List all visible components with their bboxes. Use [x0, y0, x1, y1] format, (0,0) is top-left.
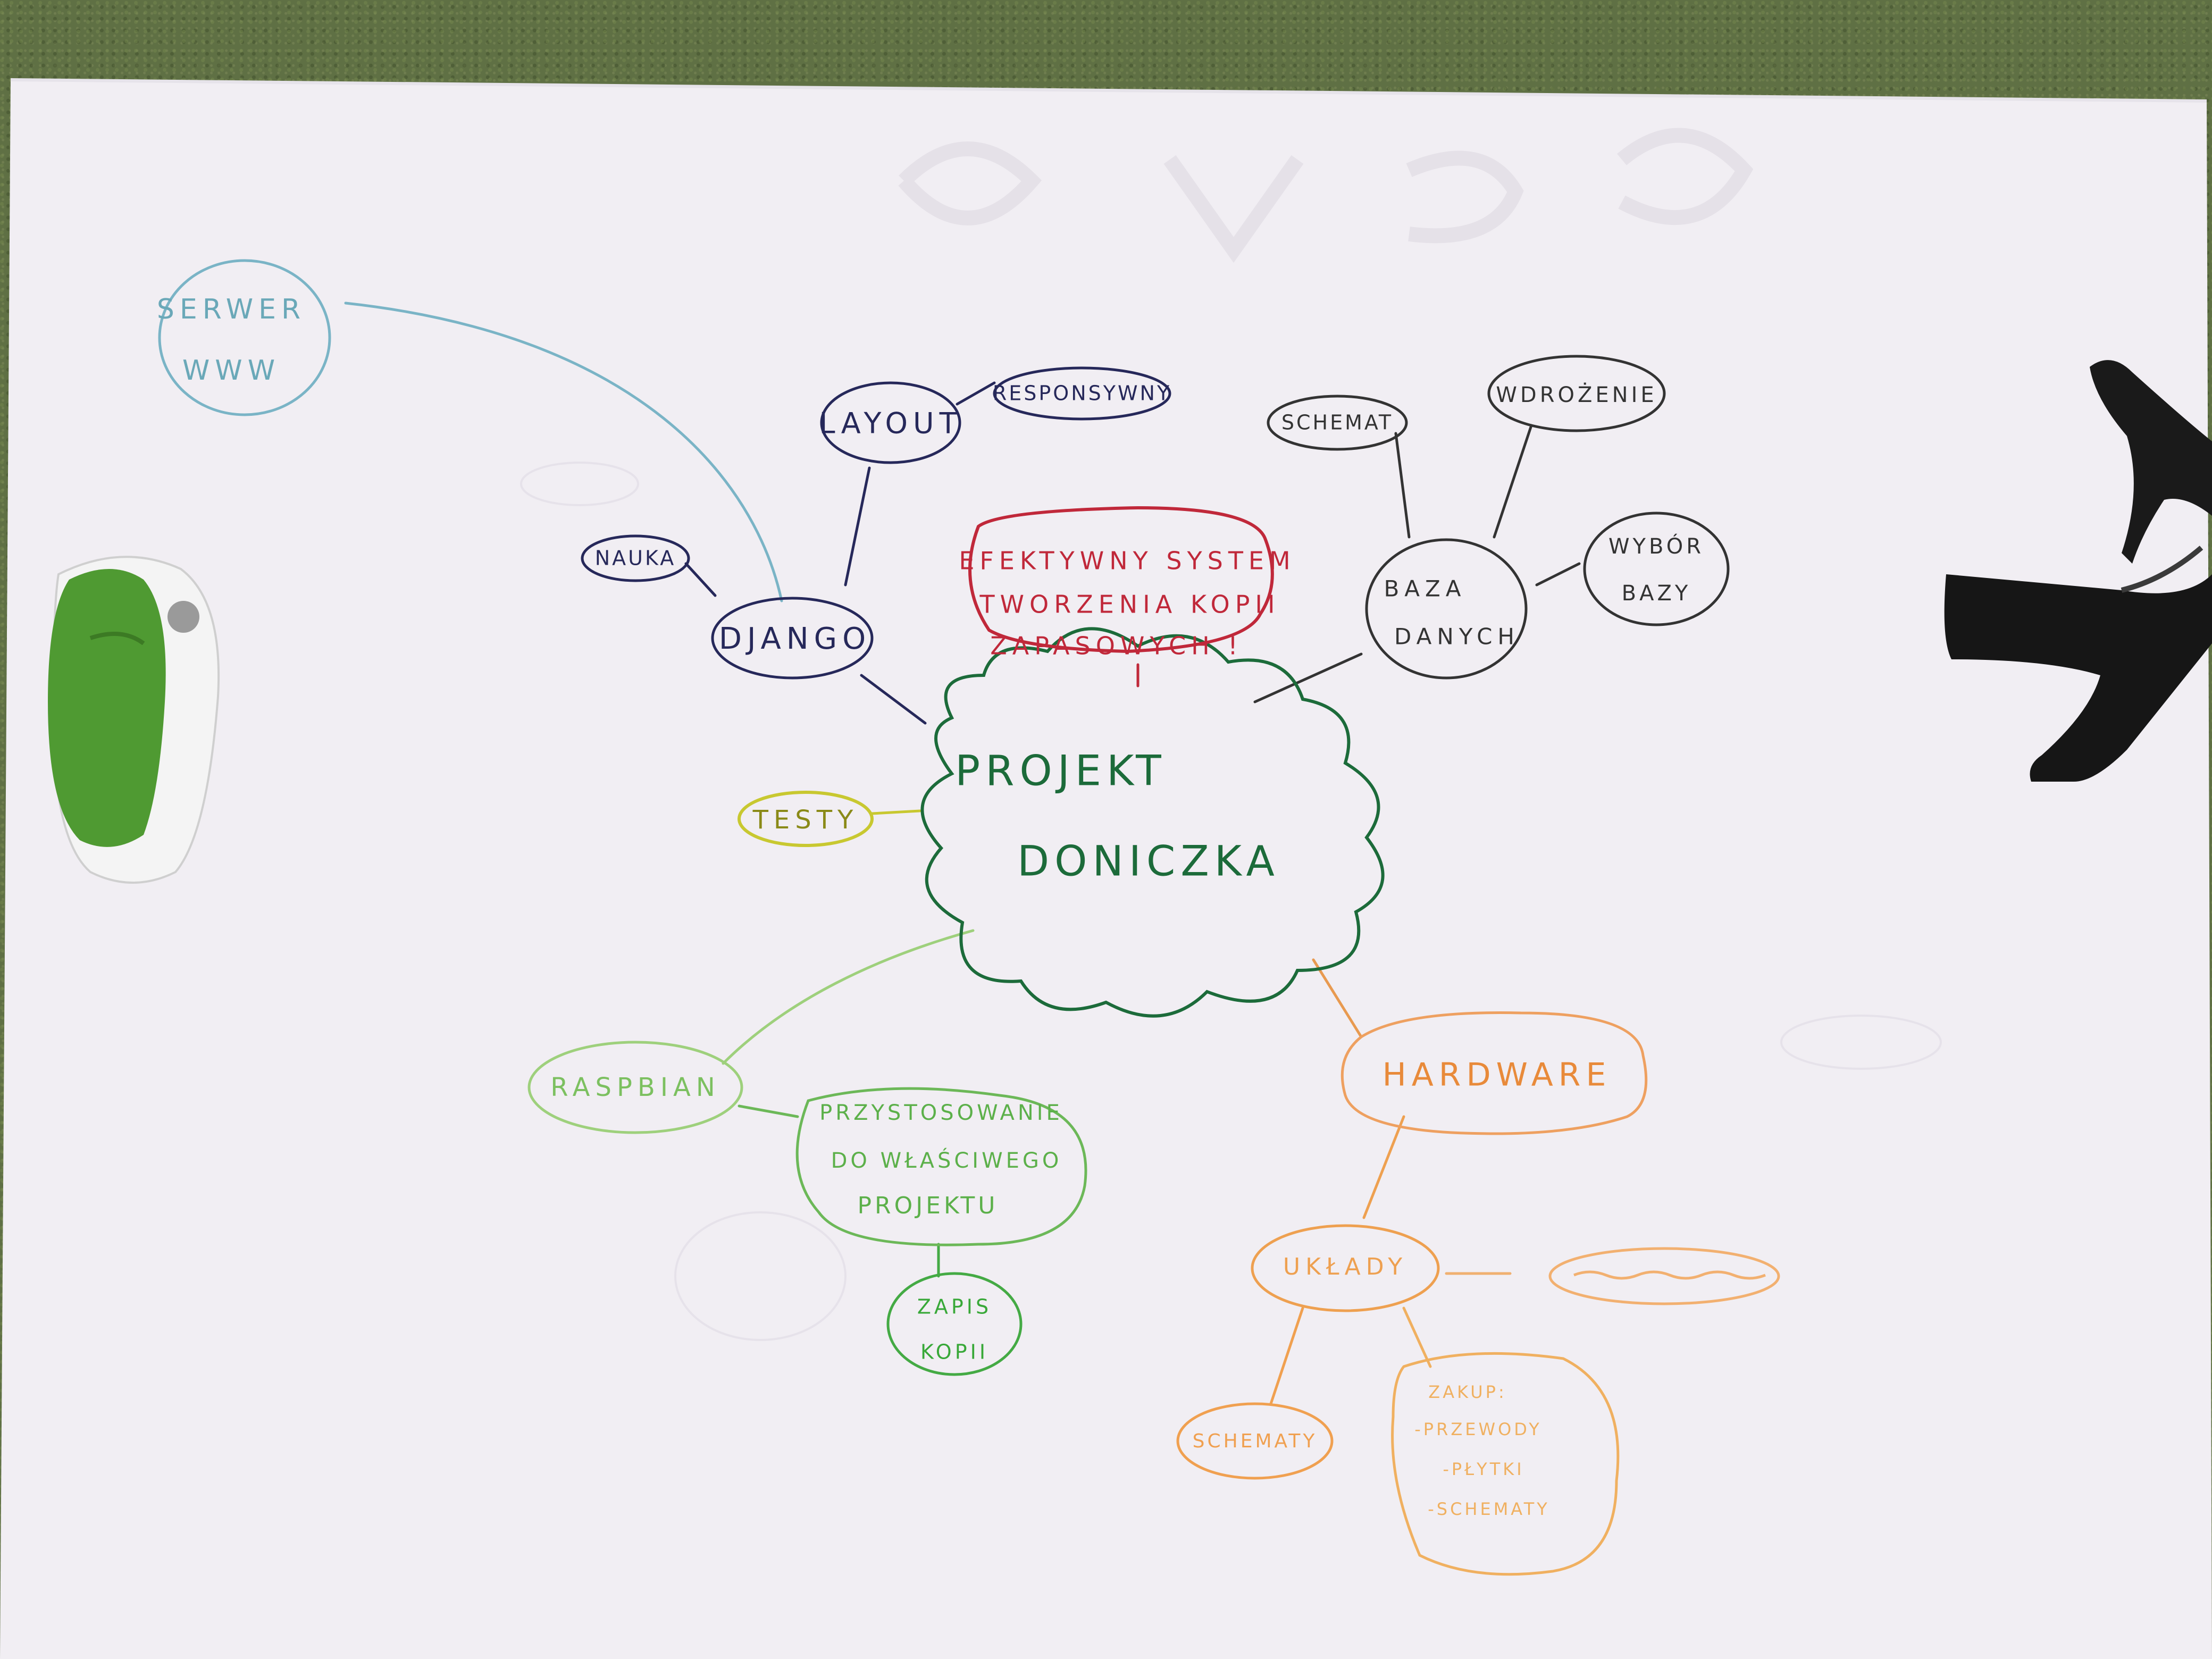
layout-label: LAYOUT — [819, 407, 962, 440]
goal-line-1: EFEKTYWNY SYSTEM — [959, 547, 1295, 575]
edge-uklady-schematy — [1269, 1306, 1304, 1405]
node-faded-right — [1548, 1247, 1780, 1305]
node-testy: TESTY — [738, 791, 874, 847]
node-zakup: ZAKUP: -PRZEWODY -PŁYTKI -SCHEMATY — [1391, 1352, 1620, 1576]
node-hardware: HARDWARE — [1340, 1011, 1648, 1135]
edge-baza-schemat — [1394, 432, 1411, 539]
serwer-line-2: WWW — [182, 355, 280, 387]
django-label: DJANGO — [719, 622, 871, 656]
baza-line-2: DANYCH — [1394, 624, 1520, 650]
responsywny-label: RESPONSYWNY — [993, 382, 1171, 405]
goal-line-2: TWORZENIA KOPII — [979, 590, 1280, 619]
black-clip — [1944, 360, 2212, 782]
zakup-line-1: ZAKUP: — [1428, 1382, 1506, 1402]
node-serwer: SERWER WWW — [157, 259, 331, 416]
node-baza: BAZA DANYCH — [1365, 538, 1528, 680]
faint-erased-bubbles — [520, 462, 1942, 1341]
paper-show-through — [898, 128, 1754, 263]
goal-bubble — [968, 506, 1274, 653]
node-raspbian: RASPBIAN — [527, 1041, 743, 1134]
edge-center-raspbian — [722, 929, 975, 1065]
testy-label: TESTY — [752, 805, 859, 835]
node-layout: LAYOUT — [819, 381, 962, 464]
paper-sheet — [0, 80, 2212, 1659]
node-schemat: SCHEMAT — [1267, 395, 1408, 451]
node-django: DJANGO — [711, 597, 874, 680]
wybor-line-2: BAZY — [1622, 581, 1691, 606]
node-uklady: UKŁADY — [1251, 1224, 1440, 1312]
center-line-2: DONICZKA — [1017, 837, 1280, 885]
uklady-label: UKŁADY — [1283, 1253, 1407, 1280]
connectors — [344, 301, 1581, 1405]
zapis-line-2: KOPII — [920, 1340, 988, 1364]
edge-center-baza — [1253, 652, 1363, 703]
nauka-label: NAUKA — [595, 547, 676, 570]
edge-center-hardware — [1312, 958, 1363, 1038]
zakup-line-3: -PŁYTKI — [1443, 1459, 1524, 1479]
node-zapis: ZAPIS KOPII — [886, 1272, 1023, 1376]
raspbian-label: RASPBIAN — [550, 1073, 720, 1102]
edge-baza-wybor — [1535, 562, 1581, 586]
edge-django-serwer — [344, 301, 783, 602]
edge-django-nauka — [684, 562, 717, 597]
hardware-label: HARDWARE — [1382, 1057, 1612, 1094]
schematy-label: SCHEMATY — [1193, 1430, 1318, 1452]
node-wybor: WYBÓR BAZY — [1583, 512, 1730, 626]
edge-raspbian-przystosowanie — [738, 1104, 799, 1118]
przystosowanie-line-2: DO WŁAŚCIWEGO — [831, 1147, 1062, 1173]
edge-hardware-uklady — [1362, 1115, 1405, 1219]
baza-line-1: BAZA — [1384, 576, 1466, 602]
edge-center-testy — [870, 809, 921, 815]
green-clip — [48, 556, 220, 884]
zapis-line-1: ZAPIS — [917, 1295, 992, 1319]
goal-line-3: ZAPASOWYCH ! — [990, 632, 1243, 660]
node-responsywny: RESPONSYWNY — [993, 366, 1171, 421]
node-nauka: NAUKA — [581, 534, 690, 582]
wdrozenie-label: WDROŻENIE — [1496, 382, 1657, 407]
node-wdrozenie: WDROŻENIE — [1487, 355, 1666, 432]
cloud-shape — [920, 627, 1385, 1018]
edge-layout-responsywny — [956, 381, 996, 406]
zakup-line-2: -PRZEWODY — [1414, 1419, 1541, 1439]
center-line-1: PROJEKT — [955, 747, 1167, 795]
node-goal: EFEKTYWNY SYSTEM TWORZENIA KOPII ZAPASOW… — [959, 506, 1295, 660]
przystosowanie-line-3: PROJEKTU — [857, 1192, 998, 1219]
serwer-line-1: SERWER — [157, 294, 306, 325]
node-center: PROJEKT DONICZKA — [920, 627, 1385, 1018]
przystosowanie-line-1: PRZYSTOSOWANIE — [819, 1101, 1063, 1125]
edge-uklady-zakup — [1402, 1306, 1432, 1368]
wybor-line-1: WYBÓR — [1608, 533, 1704, 559]
edge-center-django — [860, 674, 927, 725]
node-schematy: SCHEMATY — [1176, 1402, 1334, 1480]
edge-baza-wdrozenie — [1493, 424, 1533, 539]
node-przystosowanie: PRZYSTOSOWANIE DO WŁAŚCIWEGO PROJEKTU — [795, 1087, 1087, 1246]
zakup-line-4: -SCHEMATY — [1428, 1499, 1550, 1519]
schemat-label: SCHEMAT — [1281, 411, 1393, 434]
edge-django-layout — [844, 466, 871, 586]
